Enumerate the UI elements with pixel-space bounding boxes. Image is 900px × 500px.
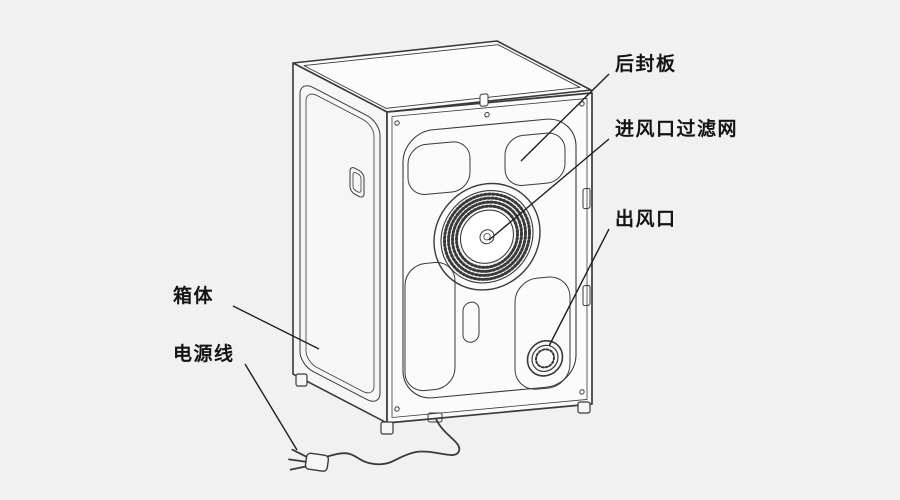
- screw-icon: [579, 101, 585, 107]
- side-handle: [350, 166, 364, 199]
- grille-outer-ring: [434, 179, 540, 295]
- grille-dot-band-4: [457, 203, 518, 270]
- outlet-outer-ring: [528, 339, 563, 377]
- label-power-cord: 电源线: [173, 342, 235, 365]
- screw-icon: [394, 406, 400, 412]
- rear-panel: [387, 84, 592, 423]
- feet: [295, 373, 591, 435]
- label-air-outlet: 出风口: [615, 207, 677, 230]
- grille-ring-2: [441, 186, 533, 287]
- foot: [380, 421, 394, 435]
- leader-power-cord: [244, 363, 298, 451]
- emboss-lobe-top-left: [408, 140, 470, 196]
- hinge-top: [583, 188, 590, 209]
- hinge-bottom: [583, 285, 590, 306]
- panel-screws: [394, 101, 585, 412]
- screw-icon: [484, 112, 490, 118]
- grille-dot-band-3: [453, 199, 522, 274]
- foot: [577, 401, 591, 414]
- grille-inner-ring: [461, 208, 514, 266]
- top-latch: [480, 94, 488, 107]
- label-cabinet: 箱体: [173, 284, 214, 307]
- label-rear-panel: 后封板: [615, 52, 677, 75]
- rear-panel-inner-border: [392, 98, 587, 417]
- leader-rear-panel: [520, 73, 610, 162]
- air-outlet-port: [528, 339, 563, 377]
- grille-dot-band-2: [449, 195, 526, 279]
- side-handle-inner: [353, 171, 361, 193]
- cord-exit: [427, 412, 443, 423]
- label-inlet-filter: 进风口过滤网: [615, 118, 738, 140]
- power-plug: [288, 448, 330, 472]
- emboss-slot-bottom-center: [463, 301, 479, 342]
- side-panel-inset-inner: [306, 90, 374, 397]
- screw-icon: [394, 120, 400, 126]
- leader-inlet-filter: [488, 138, 610, 241]
- inlet-filter-grille: [434, 179, 540, 295]
- leader-lines: [232, 73, 610, 451]
- part-labels: 后封板 进风口过滤网 出风口 箱体 电源线: [173, 52, 738, 365]
- emboss-lobe-top-right: [505, 131, 565, 187]
- machine-illustration: [288, 41, 592, 472]
- leader-air-outlet: [548, 228, 610, 347]
- power-cord-cable: [307, 418, 461, 466]
- rear-panel-emboss-outline: [403, 116, 576, 400]
- leader-cabinet: [232, 305, 320, 350]
- outlet-inner-ring: [536, 349, 554, 369]
- side-panel-inset-outer: [300, 81, 380, 407]
- screw-icon: [579, 389, 585, 395]
- emboss-lobe-bottom-left: [405, 261, 455, 393]
- side-panel: [293, 63, 387, 423]
- foot: [295, 373, 308, 387]
- plug-body: [304, 452, 330, 472]
- grille-dot-band-1: [445, 190, 530, 283]
- plug-prongs: [288, 448, 308, 471]
- outlet-mid-ring: [532, 344, 558, 372]
- emboss-lobe-bottom-right: [515, 275, 570, 391]
- side-panel-surface: [293, 63, 387, 423]
- grille-hub-inner: [484, 233, 490, 240]
